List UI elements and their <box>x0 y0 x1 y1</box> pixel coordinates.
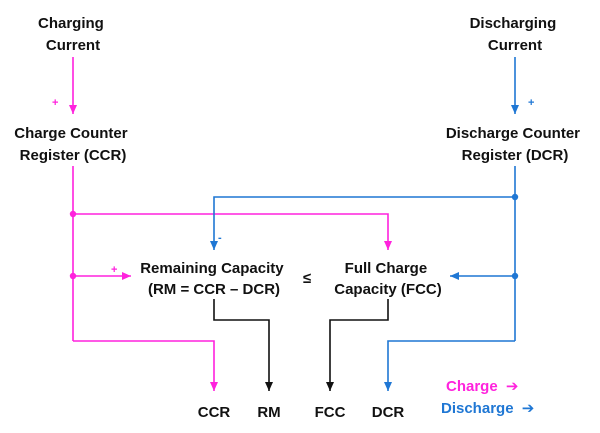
output-ccr-label: CCR <box>198 404 231 421</box>
charge-junction-dot <box>69 210 77 218</box>
charge-junction-dot <box>69 272 77 280</box>
output-flow <box>213 299 389 391</box>
charge-plus-sign: + <box>52 97 58 109</box>
legend-discharge-label: Discharge <box>441 400 514 417</box>
dcr-output-line <box>384 340 515 391</box>
output-rm-label: RM <box>257 404 280 421</box>
legend-charge: Charge ➔ <box>446 378 518 395</box>
ccr-output-line <box>73 340 218 391</box>
rm-plus-sign: + <box>111 264 117 276</box>
charging-current-label: Charging Current <box>38 15 108 54</box>
discharge-junction-dots <box>511 193 519 280</box>
arrow-right-icon: ➔ <box>506 378 519 395</box>
discharge-flow <box>210 57 519 391</box>
full-charge-capacity-label: Full Charge Capacity (FCC) <box>334 260 442 298</box>
dcr-block-label: Discharge Counter Register (DCR) <box>446 125 584 164</box>
discharge-junction-dot <box>511 272 519 280</box>
arrow-right-icon: ➔ <box>522 400 535 417</box>
output-fcc-label: FCC <box>315 404 346 421</box>
ccr-to-fcc-line <box>73 213 392 250</box>
discharge-junction-dot <box>511 193 519 201</box>
charge-flow <box>69 57 392 391</box>
dcr-to-rm-line <box>210 196 515 250</box>
legend: Charge ➔ Discharge ➔ <box>441 378 534 417</box>
legend-discharge: Discharge ➔ <box>441 400 534 417</box>
comparator-symbol: ≤ <box>303 270 311 287</box>
discharge-plus-sign: + <box>528 97 534 109</box>
rm-minus-sign: - <box>218 232 222 244</box>
legend-charge-label: Charge <box>446 378 498 395</box>
charge-junction-dots <box>69 210 77 280</box>
rm-output-line <box>213 299 273 391</box>
ccr-block-label: Charge Counter Register (CCR) <box>14 125 132 164</box>
discharging-current-label: Discharging Current <box>470 15 561 54</box>
output-dcr-label: DCR <box>372 404 405 421</box>
remaining-capacity-label: Remaining Capacity (RM = CCR – DCR) <box>140 260 288 298</box>
fcc-output-line <box>326 299 389 391</box>
